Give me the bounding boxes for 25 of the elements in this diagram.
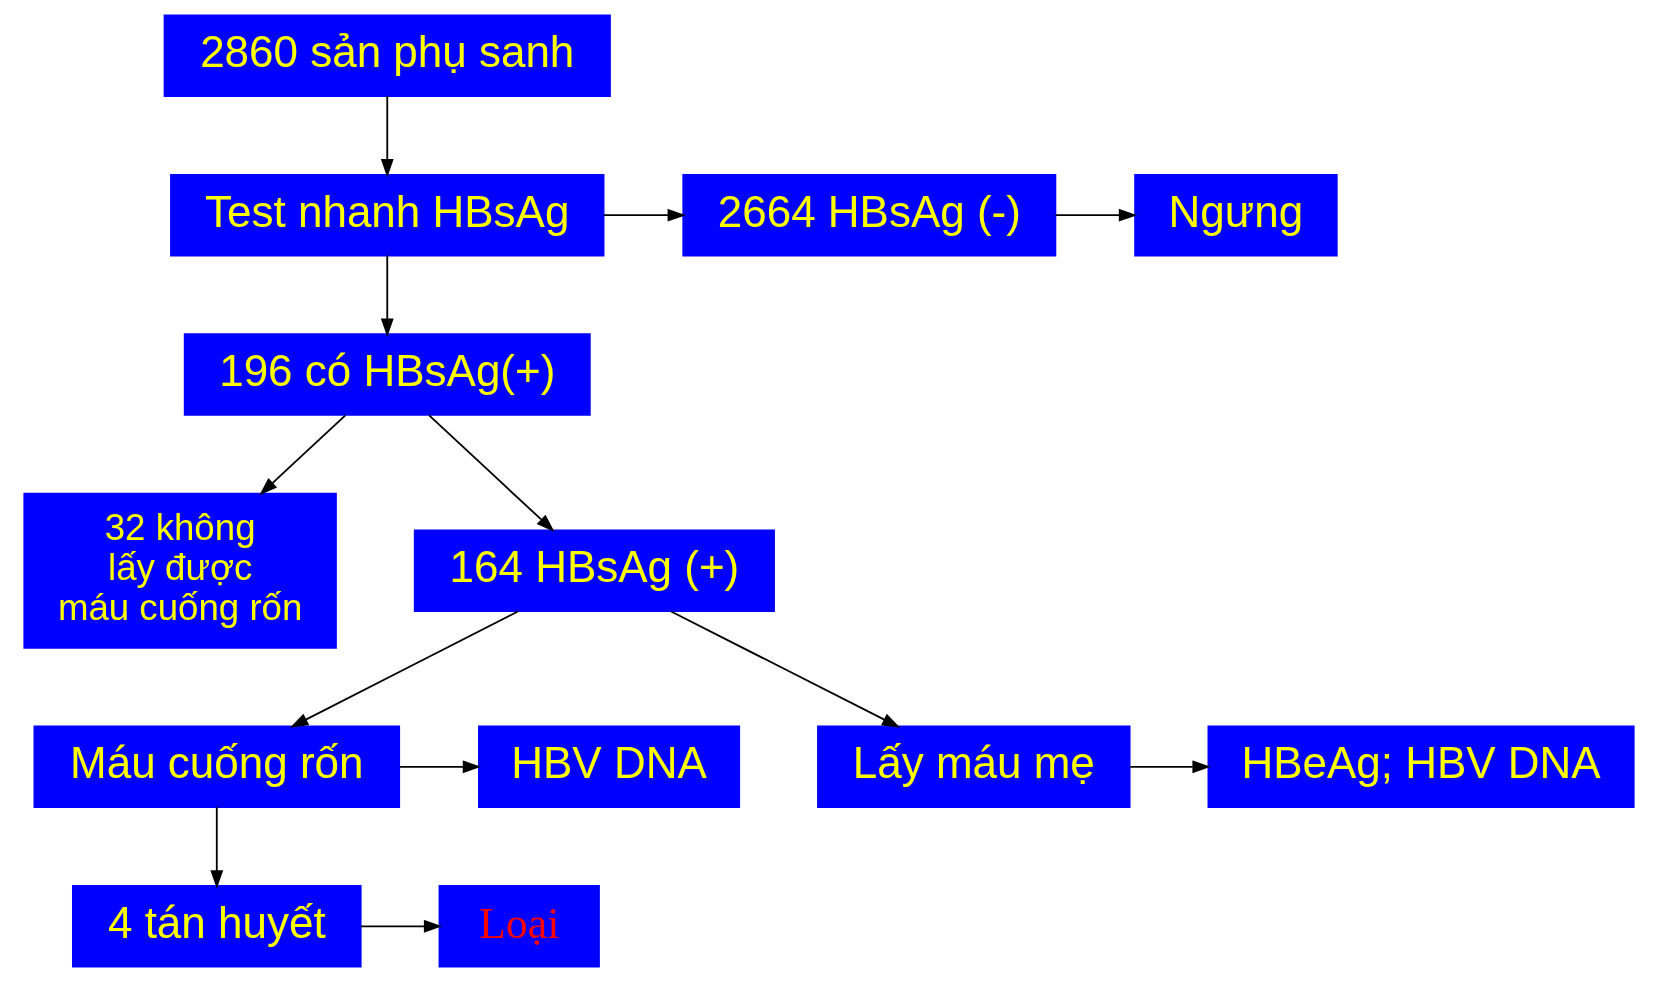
arrow <box>289 610 519 728</box>
arrow <box>359 919 442 933</box>
arrow <box>1054 208 1137 222</box>
node-box: 196 có HBsAg(+) <box>183 333 591 416</box>
arrow <box>258 414 346 496</box>
node-box: Test nhanh HBsAg <box>169 173 604 257</box>
arrow <box>398 760 481 774</box>
node-box: HBV DNA <box>477 725 740 809</box>
node-box: Loại <box>438 885 600 968</box>
arrow <box>209 806 223 889</box>
node-box: Lấy máu mẹ <box>816 725 1130 809</box>
node-box: 2664 HBsAg (-) <box>681 173 1056 257</box>
node-box: 32 không lấy được máu cuống rốn <box>22 492 337 649</box>
arrow <box>380 254 394 337</box>
node-box: 164 HBsAg (+) <box>413 529 775 612</box>
node-box: Ngưng <box>1133 173 1338 257</box>
node-box: 2860 sản phụ sanh <box>163 14 611 97</box>
arrow <box>602 208 686 222</box>
arrow <box>380 95 394 178</box>
node-box: 4 tán huyết <box>71 885 362 968</box>
node-box: HBeAg; HBV DNA <box>1207 725 1635 809</box>
arrow <box>1128 760 1211 774</box>
arrow <box>669 610 900 728</box>
arrow <box>427 414 555 532</box>
node-box: Máu cuống rốn <box>33 725 400 809</box>
